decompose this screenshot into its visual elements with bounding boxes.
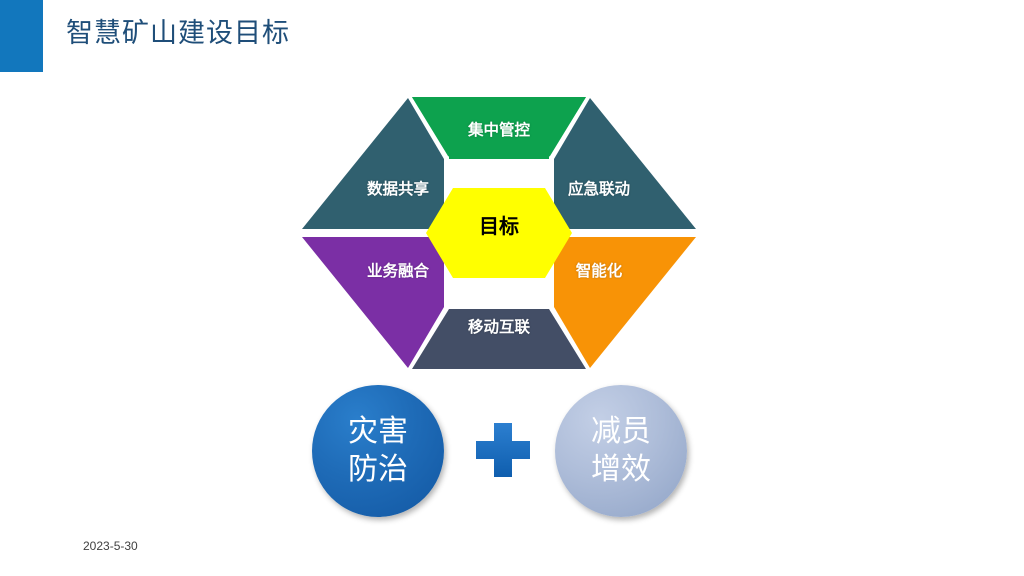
outcome-circle-staff-reduction[interactable]: 减员 增效 [555,385,687,517]
slide-header: 智慧矿山建设目标 [0,0,1024,75]
hex-segment-bottom[interactable] [296,93,702,373]
slide-date: 2023-5-30 [83,539,138,553]
hex-center-goal[interactable] [296,93,702,373]
hex-segment-top-right[interactable] [296,93,702,373]
hex-segment-bottom-left[interactable] [296,93,702,373]
hexagon-goal-diagram: 集中管控 应急联动 智能化 移动互联 业务融合 数据共享 目标 [296,93,702,373]
outcome-label-right: 减员 增效 [591,414,651,487]
title-accent-bar [0,0,43,72]
plus-icon [468,416,538,486]
hex-segment-top-left[interactable] [296,93,702,373]
outcome-label-left: 灾害 防治 [348,414,408,487]
outcome-circle-disaster-prevention[interactable]: 灾害 防治 [312,385,444,517]
hex-segment-bottom-right[interactable] [296,93,702,373]
outcome-row: 灾害 防治 减员 增效 [300,385,700,535]
page-title: 智慧矿山建设目标 [66,18,290,49]
hex-segment-top[interactable] [296,93,702,373]
